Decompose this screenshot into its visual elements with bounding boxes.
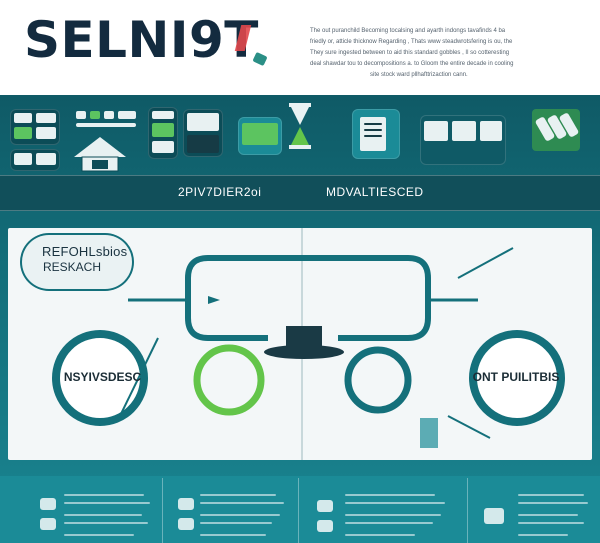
green-circle	[193, 344, 265, 416]
info-column	[474, 478, 594, 543]
column-divider	[467, 478, 468, 543]
arrow-line	[457, 247, 514, 279]
arrow-head	[208, 296, 220, 304]
arrow-line	[447, 415, 491, 439]
home-icon[interactable]	[70, 135, 130, 173]
logo-text: SELNI9T	[24, 11, 259, 69]
grid-icon[interactable]	[72, 105, 142, 135]
diagram-graphics	[52, 228, 565, 460]
column-divider	[298, 478, 299, 543]
tablet-icon[interactable]	[238, 117, 282, 155]
document-icon[interactable]	[352, 109, 400, 159]
subtitle-bar	[0, 175, 600, 211]
info-column	[170, 478, 295, 543]
header-description: The out puranchild Becoming tocalsing an…	[310, 26, 580, 81]
icon-strip	[0, 95, 600, 175]
column-divider	[162, 478, 163, 543]
description-line: friedly or, atticle thicknow Regarding ,…	[310, 39, 513, 45]
process-diagram	[8, 228, 592, 460]
dashboard-icon[interactable]	[10, 109, 60, 145]
description-line: site stock ward pllhafttrizaction cann.	[370, 72, 468, 78]
left-circle-label: NSYIVSDESC	[63, 370, 142, 384]
info-column	[30, 478, 160, 543]
gradient-tile	[420, 418, 438, 448]
center-circle	[344, 346, 412, 414]
browser-icon[interactable]	[148, 107, 178, 159]
loop-connector	[185, 317, 268, 341]
callout-title: REFOHLsbios	[42, 244, 128, 259]
info-column	[305, 478, 465, 543]
description-line: They sure ingested between to aid this s…	[310, 50, 510, 56]
arrow-line	[119, 337, 159, 417]
header: SELNI9T The out puranchild Becoming toca…	[0, 0, 600, 92]
hat-brim	[264, 345, 344, 359]
loop-connector	[185, 255, 431, 341]
stack-icon[interactable]	[528, 105, 586, 155]
subtitle-left: 2PIV7DIER2oi	[178, 185, 262, 199]
description-line: deal shawdar tou to decompositions a. to…	[310, 61, 514, 67]
subtitle-right: MDVALTIESCED	[326, 185, 424, 199]
description-line: The out puranchild Becoming tocalsing an…	[310, 28, 506, 34]
hat-top	[286, 326, 322, 350]
research-callout	[22, 235, 132, 289]
dashboard-icon[interactable]	[10, 149, 60, 171]
monitor-icon[interactable]	[183, 109, 223, 157]
left-circle	[52, 330, 148, 426]
hourglass-icon[interactable]	[287, 101, 313, 151]
right-circle	[469, 330, 565, 426]
callout-subtitle: RESKACH	[43, 260, 102, 274]
photo-gallery-icon[interactable]	[420, 115, 506, 165]
right-circle-label: ONT PUILITBIS	[472, 370, 560, 384]
logo: SELNI9T	[24, 11, 268, 69]
